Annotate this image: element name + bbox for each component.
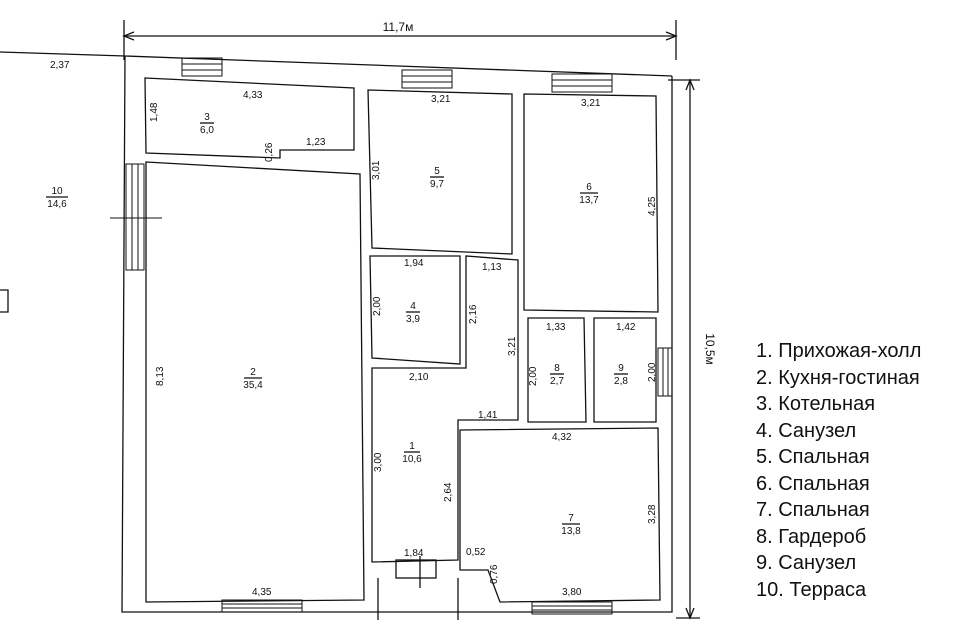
dim-label: 2,16	[468, 304, 479, 324]
room-area: 35,4	[243, 380, 263, 391]
dim-label: 3,01	[371, 160, 382, 180]
dim-label: 2,00	[528, 366, 539, 386]
dim-label: 2,10	[409, 372, 429, 383]
dim-label: 1,84	[404, 548, 424, 559]
dim-label: 0,26	[264, 142, 275, 162]
room-number: 1	[409, 441, 415, 452]
legend-item: 5. Спальная	[756, 446, 870, 468]
overall-height-label: 10,5м	[703, 333, 717, 365]
room-number: 6	[586, 182, 592, 193]
dim-label: 4,32	[552, 432, 572, 443]
room-area: 13,7	[579, 195, 599, 206]
dim-label: 4,25	[647, 196, 658, 216]
dim-label: 3,28	[647, 504, 658, 524]
room-number: 2	[250, 367, 256, 378]
room-number: 7	[568, 513, 574, 524]
dim-label: 3,21	[431, 94, 451, 105]
dim-label: 1,94	[404, 258, 424, 269]
legend-item: 8. Гардероб	[756, 525, 867, 548]
room-legend: 1. Прихожая-холл 2. Кухня-гостиная 3. Ко…	[756, 338, 921, 603]
room-area: 2,7	[550, 376, 564, 387]
room-number: 9	[618, 363, 624, 374]
dim-label: 1,33	[546, 322, 566, 333]
dim-label: 8,13	[155, 366, 166, 386]
legend-item: 3. Котельная	[756, 393, 876, 415]
room-area: 3,9	[406, 314, 420, 325]
dimension-labels: 2,37 4,33 1,48 0,26 1,23 3,21 3,01 3,21 …	[50, 60, 658, 598]
dim-label: 1,42	[616, 322, 636, 333]
room-area: 13,8	[561, 526, 581, 537]
dim-label: 3,21	[507, 336, 518, 356]
room-number: 8	[554, 363, 560, 374]
dim-label: 1,13	[482, 262, 502, 273]
dim-label: 3,21	[581, 98, 601, 109]
legend-item: 6. Спальная	[756, 472, 870, 495]
dim-label: 0,52	[466, 547, 486, 558]
dim-label: 2,00	[647, 362, 658, 382]
dim-label: 2,64	[443, 482, 454, 502]
room-number: 10	[51, 186, 63, 197]
room-labels: 3 6,0 5 9,7 6 13,7 4 3,9 2 35,4 1 10,6 8…	[47, 112, 628, 537]
legend-item: 1. Прихожая-холл	[756, 340, 922, 362]
room-area: 9,7	[430, 179, 444, 190]
legend-item: 9. Санузел	[756, 552, 857, 574]
room-area: 10,6	[402, 454, 422, 465]
dim-label: 4,35	[252, 587, 272, 598]
dim-label: 0,76	[489, 564, 500, 584]
room-area: 14,6	[47, 199, 67, 210]
room-number: 4	[410, 301, 416, 312]
room-area: 2,8	[614, 376, 628, 387]
dim-label: 2,37	[50, 60, 70, 71]
legend-item: 7. Спальная	[756, 499, 870, 521]
dim-label: 3,80	[562, 587, 582, 598]
room-number: 5	[434, 166, 440, 177]
legend-item: 10. Терраса	[756, 578, 867, 601]
dim-label: 1,48	[149, 102, 160, 122]
dim-label: 3,00	[373, 452, 384, 472]
legend-item: 2. Кухня-гостиная	[756, 366, 920, 389]
room-area: 6,0	[200, 125, 214, 136]
legend-item: 4. Санузел	[756, 419, 857, 442]
dim-label: 2,00	[372, 296, 383, 316]
dim-label: 1,41	[478, 410, 498, 421]
dim-label: 1,23	[306, 137, 326, 148]
room-number: 3	[204, 112, 210, 123]
overall-width-label: 11,7м	[383, 20, 414, 34]
dim-label: 4,33	[243, 90, 263, 101]
